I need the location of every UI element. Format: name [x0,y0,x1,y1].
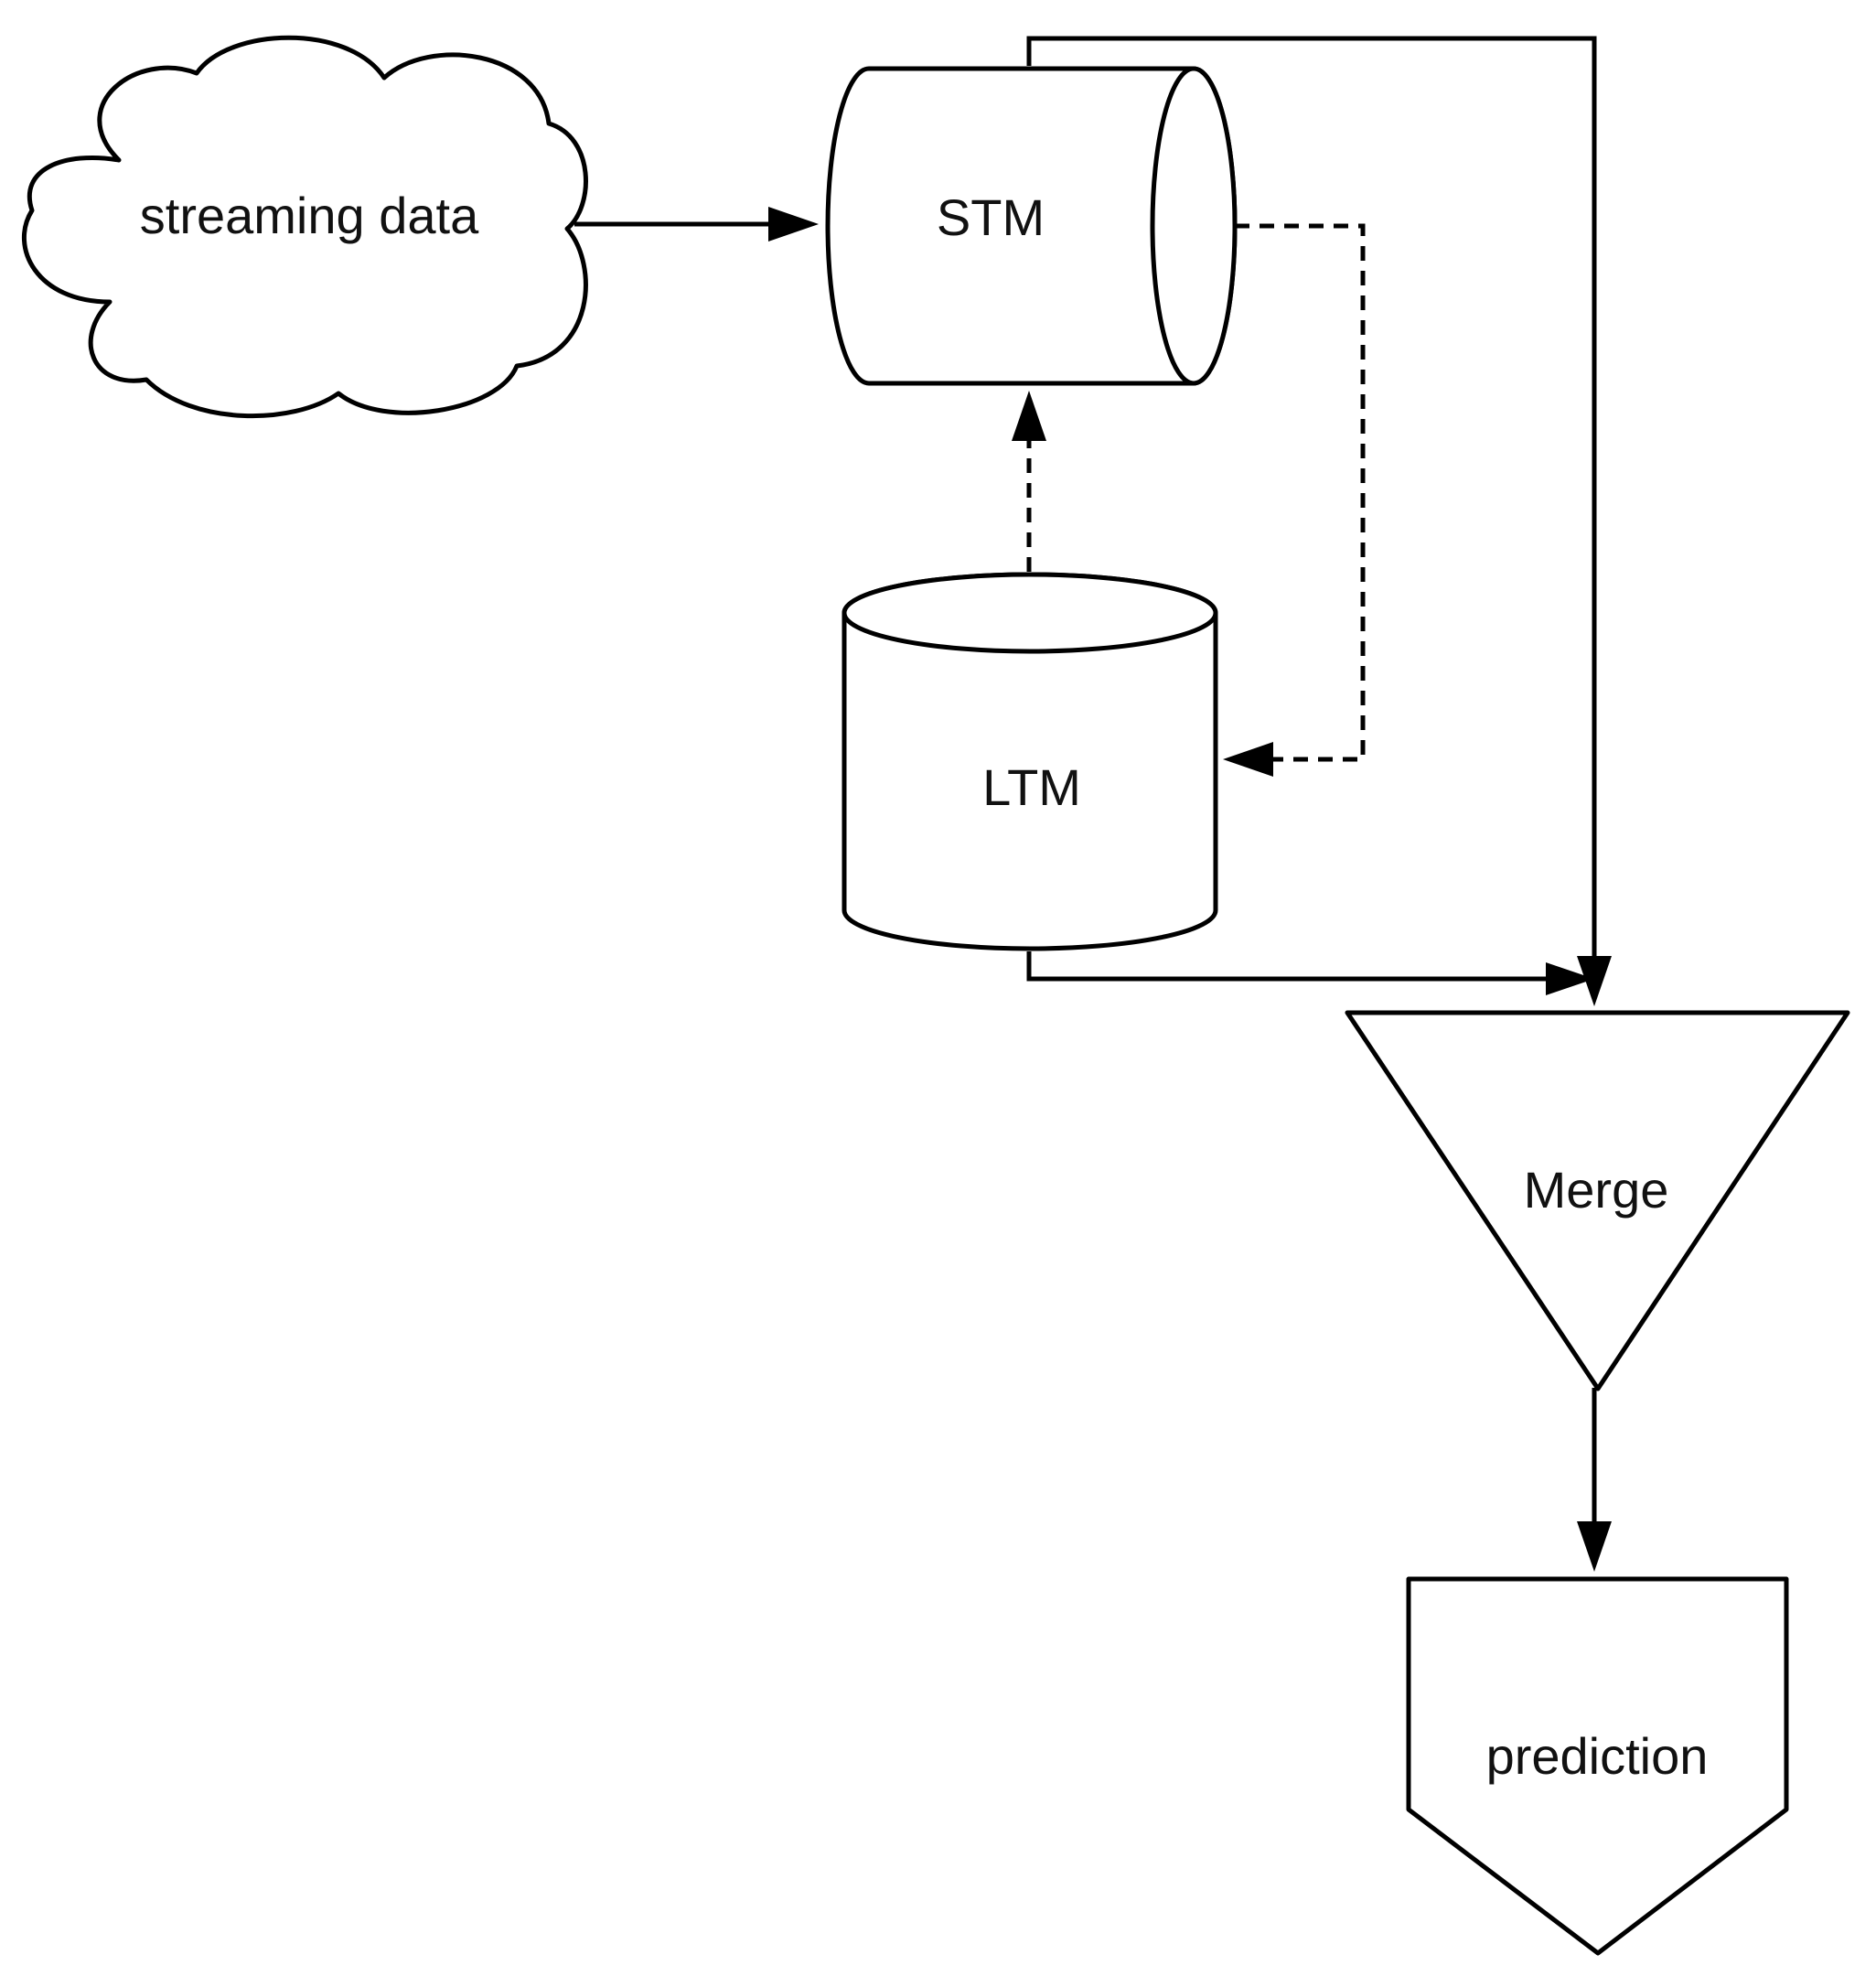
prediction-pentagon [1406,1576,1789,1956]
stm-label: STM [937,188,1045,246]
cloud-shape [21,35,588,419]
ltm-label: LTM [982,758,1081,816]
node-ltm[interactable]: LTM [842,572,1218,951]
stm-cylinder-end [1150,66,1238,386]
node-prediction[interactable]: prediction [1406,1576,1789,1956]
edge-merge-to-prediction [1577,1388,1612,1572]
edge-stm-to-merge [1026,36,1612,1006]
merge-label: Merge [1524,1161,1669,1219]
streaming-data-label: streaming data [140,187,479,244]
prediction-label: prediction [1486,1727,1709,1785]
edge-ltm-to-stm [1012,391,1046,572]
node-streaming-data[interactable]: streaming data [21,35,588,419]
edge-streaming-to-stm [574,207,819,242]
edge-ltm-to-merge [1026,951,1594,995]
node-stm[interactable]: STM [825,66,1238,386]
merge-triangle [1345,1010,1850,1391]
node-merge[interactable]: Merge [1345,1010,1850,1391]
ltm-cylinder-top [842,572,1218,654]
edge-stm-to-ltm [1223,223,1366,777]
